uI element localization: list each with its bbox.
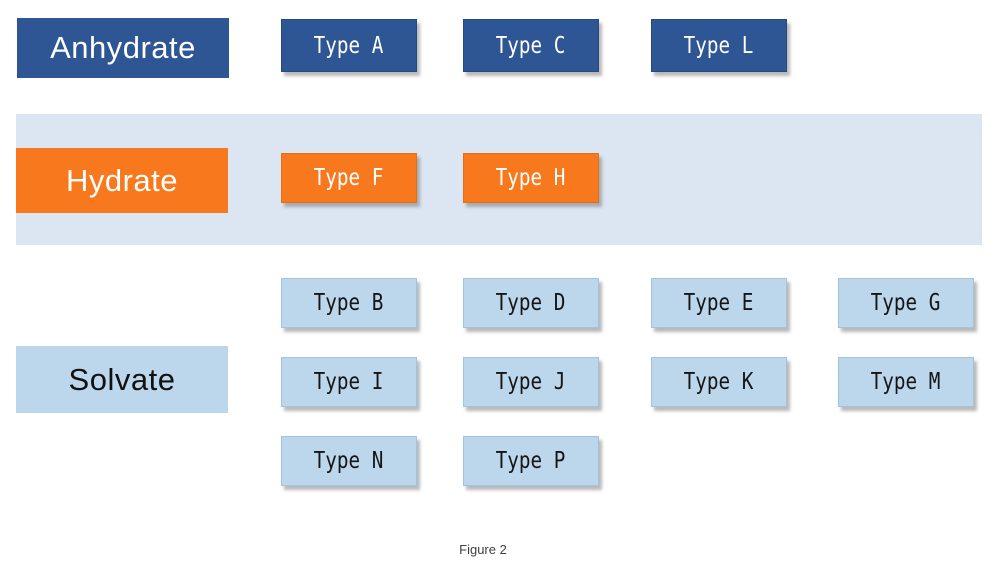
type-label: Type B xyxy=(314,290,384,316)
type-box-type-h: Type H xyxy=(463,153,599,203)
type-box-type-k: Type K xyxy=(651,357,787,407)
category-box-hydrate: Hydrate xyxy=(16,148,228,213)
type-box-type-p: Type P xyxy=(463,436,599,486)
type-label: Type A xyxy=(314,32,384,59)
type-label: Type L xyxy=(684,32,754,59)
type-label: Type E xyxy=(684,290,754,316)
type-label: Type G xyxy=(871,290,941,316)
type-box-type-j: Type J xyxy=(463,357,599,407)
type-box-type-e: Type E xyxy=(651,278,787,328)
category-label-solvate: Solvate xyxy=(68,361,176,397)
type-label: Type D xyxy=(496,290,566,316)
type-label: Type N xyxy=(314,448,384,474)
type-label: Type H xyxy=(496,165,566,191)
type-label: Type M xyxy=(871,369,941,395)
type-box-type-l: Type L xyxy=(651,19,787,72)
category-label-hydrate: Hydrate xyxy=(65,162,179,198)
type-label: Type P xyxy=(496,448,566,474)
type-label: Type I xyxy=(314,369,384,395)
type-label: Type F xyxy=(314,165,384,191)
type-label: Type K xyxy=(684,369,754,395)
type-box-type-a: Type A xyxy=(281,19,417,72)
type-label: Type C xyxy=(496,32,566,59)
type-box-type-b: Type B xyxy=(281,278,417,328)
category-box-anhydrate: Anhydrate xyxy=(17,18,229,78)
category-box-solvate: Solvate xyxy=(16,346,228,413)
type-box-type-i: Type I xyxy=(281,357,417,407)
category-label-anhydrate: Anhydrate xyxy=(50,30,196,65)
type-box-type-f: Type F xyxy=(281,153,417,203)
type-box-type-d: Type D xyxy=(463,278,599,328)
type-label: Type J xyxy=(496,369,566,395)
figure-caption: Figure 2 xyxy=(459,542,507,557)
type-box-type-c: Type C xyxy=(463,19,599,72)
type-box-type-g: Type G xyxy=(838,278,974,328)
type-box-type-n: Type N xyxy=(281,436,417,486)
type-box-type-m: Type M xyxy=(838,357,974,407)
